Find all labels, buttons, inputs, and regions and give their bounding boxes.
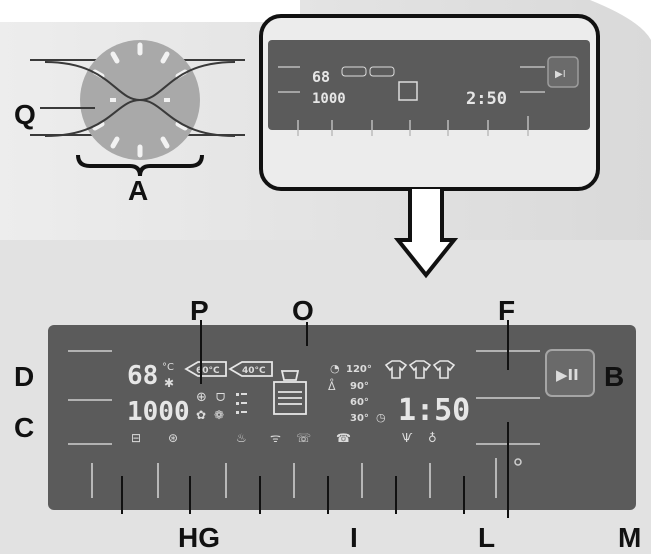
extra-rinse-icon: ♁ (428, 431, 437, 445)
eco-icon: ☏ (296, 431, 311, 445)
leaf-icon: ✿ (196, 408, 206, 422)
wash-icon: ⊛ (168, 431, 178, 445)
temp-option-120: 120° (346, 364, 372, 375)
display-panel (48, 325, 636, 510)
svg-text:40°C: 40°C (242, 366, 266, 376)
hand-icon: Ѱ (402, 431, 413, 445)
mini-speed-readout: 1000 (312, 91, 346, 107)
pill-40c[interactable]: 40°C (228, 361, 273, 377)
label-p: P (190, 295, 209, 326)
down-arrow (393, 189, 459, 279)
settings-icon: ❁ (214, 408, 224, 422)
svg-text:▶II: ▶II (556, 366, 579, 384)
label-o: O (292, 295, 314, 326)
label-l: L (478, 522, 495, 553)
snowflake-icon: ✱ (164, 376, 174, 390)
time-readout: 1:50 (398, 393, 470, 428)
clock-icon: ◔ (330, 362, 340, 375)
label-a: A (128, 175, 148, 206)
tray-icon: ⊟ (131, 431, 141, 445)
shirt-icons (384, 360, 456, 379)
label-c: C (14, 412, 34, 443)
dial-overview (30, 40, 245, 177)
temp-options: ◔ 120° 90° 60° 30° (330, 362, 372, 424)
label-m: M (618, 522, 641, 553)
mini-play-pause-button[interactable] (547, 56, 579, 88)
mini-temp-readout: 68 (312, 68, 330, 86)
mini-time-readout: 2:50 (466, 89, 507, 109)
steam-icon: ♨ (236, 431, 247, 445)
bracket-a (76, 154, 204, 177)
mini-display-panel (268, 40, 590, 130)
wifi-icon: ᯤ (270, 431, 281, 445)
phone-icon: ☎ (336, 431, 351, 445)
stain-icon: ᐂ (328, 378, 336, 393)
temp-option-30: 30° (350, 413, 369, 424)
temp-option-60: 60° (350, 397, 369, 408)
leader-lines (121, 320, 509, 518)
temp-readout: 68 (127, 361, 158, 391)
washer-icon (273, 370, 307, 415)
label-b: B (604, 361, 624, 392)
lock-icon: ⊕ (196, 390, 207, 405)
label-f: F (498, 295, 515, 326)
label-d: D (14, 361, 34, 392)
play-pause-button[interactable]: ▶II (545, 349, 595, 397)
drop-icon: ᗜ (216, 391, 225, 404)
label-q: Q (14, 99, 36, 130)
pill-60c[interactable]: 60°C (184, 361, 227, 377)
svg-text:▶I: ▶I (555, 69, 566, 80)
speed-readout: 1000 (127, 397, 190, 427)
label-i: I (350, 522, 358, 553)
label-hg: HG (178, 522, 220, 553)
zoom-frame: 68 1000 2:50 ▶I (259, 14, 600, 191)
timer-icon: ◷ (376, 411, 386, 424)
temp-option-90: 90° (350, 381, 369, 392)
temp-unit: °C (162, 362, 174, 373)
svg-text:60°C: 60°C (196, 366, 220, 376)
